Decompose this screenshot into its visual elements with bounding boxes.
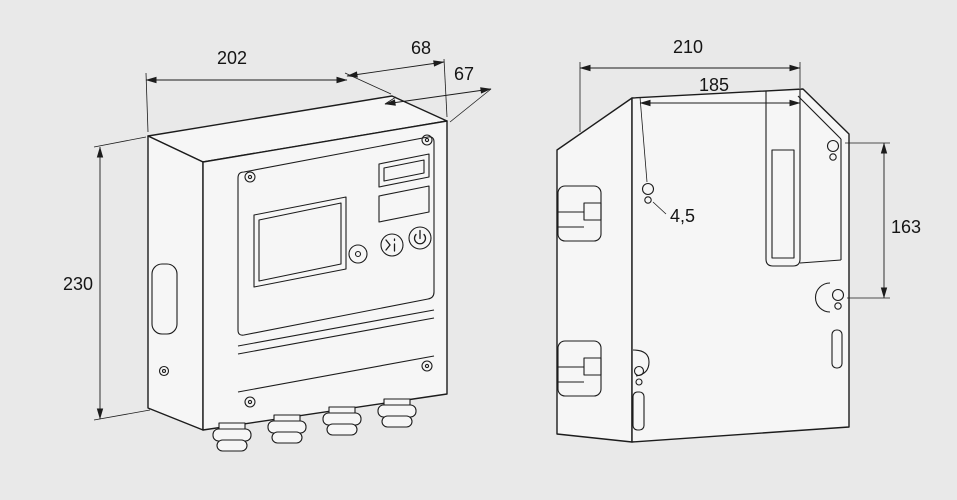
dim-overall-width-label: 210 <box>673 37 703 57</box>
cable-glands <box>212 398 417 452</box>
dim-depth-lower-label: 67 <box>454 64 474 84</box>
device-side-face <box>147 135 204 431</box>
cover-seam <box>237 355 435 393</box>
housing-clip-upper <box>557 185 602 242</box>
reset-button <box>348 244 368 264</box>
cable-gland <box>267 414 307 444</box>
screw-icon <box>421 360 433 372</box>
cable-slot-opening <box>771 149 795 259</box>
dim-inner-width-label: 185 <box>699 75 729 95</box>
cable-slot <box>765 90 842 267</box>
control-panel <box>237 136 435 336</box>
front-view: 202 68 67 230 <box>63 38 492 452</box>
panel-screws <box>244 134 433 408</box>
display-window-inner <box>383 159 425 182</box>
dim-hole-diameter: 4,5 <box>652 201 695 226</box>
screw-icon <box>244 396 256 408</box>
side-window <box>151 263 178 335</box>
dim-height-230: 230 <box>63 136 151 421</box>
mounting-hole-right-middle <box>815 282 845 313</box>
side-screw-icon <box>158 365 170 377</box>
housing-clip-lower <box>557 340 602 397</box>
info-button <box>380 233 404 257</box>
mounting-slot-right <box>831 329 843 369</box>
dim-depth-68: 68 <box>346 38 448 118</box>
dim-width-202: 202 <box>145 48 392 133</box>
mounting-hole-bottom-left <box>632 349 650 386</box>
cable-gland <box>212 422 252 452</box>
dim-mount-height-163: 163 <box>845 142 921 299</box>
mounting-hole-top-left <box>641 182 655 204</box>
label-window <box>378 185 430 223</box>
dim-height-label: 230 <box>63 274 93 294</box>
screw-icon <box>421 134 433 146</box>
power-icon <box>413 229 427 245</box>
dim-overall-width-210: 210 <box>579 37 801 132</box>
flame-info-icon <box>385 238 396 252</box>
mounting-hole-top-right <box>826 139 840 161</box>
dim-mount-height-label: 163 <box>891 217 921 237</box>
reset-dot-icon <box>354 250 362 258</box>
dim-depth-67: 67 <box>384 64 492 123</box>
dim-depth-top-label: 68 <box>411 38 431 58</box>
dim-inner-width-185: 185 <box>639 75 801 183</box>
power-button <box>408 226 432 250</box>
dim-hole-diameter-label: 4,5 <box>670 206 695 226</box>
device-front-face <box>202 120 448 431</box>
cover-seam <box>237 309 435 347</box>
dim-width-label: 202 <box>217 48 247 68</box>
back-view: 210 185 163 4,5 <box>556 37 921 443</box>
mounting-slot-bottom-left <box>632 391 645 431</box>
screw-icon <box>244 171 256 183</box>
cable-gland <box>377 398 417 428</box>
cover-seam <box>237 317 435 355</box>
cable-gland <box>322 406 362 436</box>
display-window <box>378 153 430 188</box>
main-display <box>253 196 347 288</box>
main-display-inner <box>258 202 342 282</box>
housing-back-face <box>631 88 850 443</box>
